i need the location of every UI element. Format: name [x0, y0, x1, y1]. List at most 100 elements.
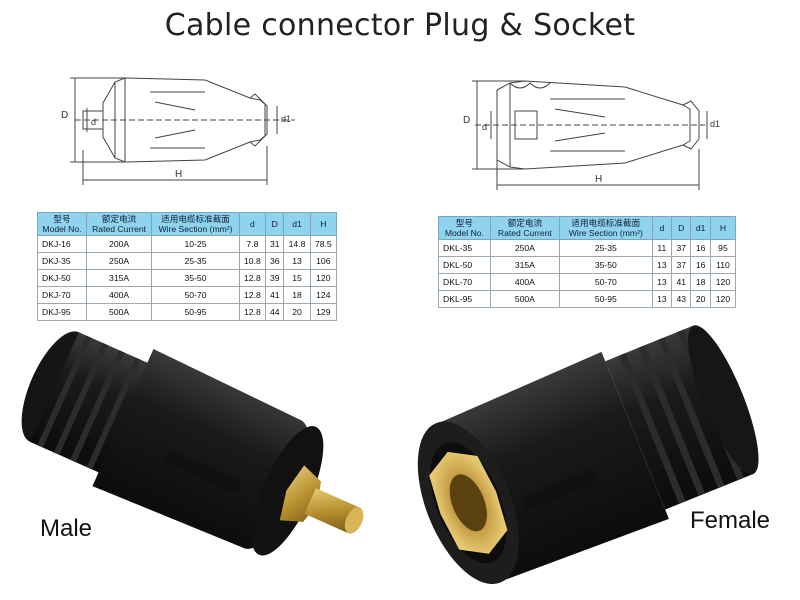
table-cell: 120: [309, 269, 338, 287]
header-H: H: [309, 212, 338, 236]
socket-drawing-label-H: H: [595, 174, 602, 185]
table-cell: 250A: [85, 252, 153, 270]
table-cell: 7.8: [238, 235, 267, 253]
table-row: DKJ-16 200A 10-25 7.8 31 14.8 78.5: [37, 235, 338, 253]
table-cell: 44: [265, 303, 285, 321]
table-cell: 315A: [85, 269, 153, 287]
header-d: d: [651, 216, 673, 240]
table-row: DKJ-35 250A 25-35 10.8 36 13 106: [37, 252, 338, 270]
table-cell: DKL-35: [438, 239, 491, 257]
table-row: DKL-35 250A 25-35 11 37 16 95: [438, 239, 737, 257]
plug-drawing: D d d1 H: [61, 77, 295, 185]
table-cell: 16: [690, 256, 711, 274]
male-plug-image: [21, 331, 364, 556]
table-cell: 10.8: [238, 252, 267, 270]
male-label: Male: [40, 515, 93, 542]
table-cell: 10-25: [151, 235, 240, 253]
table-cell: 41: [265, 286, 285, 304]
table-cell: 106: [309, 252, 338, 270]
table-cell: 50-95: [558, 290, 653, 308]
table-cell: 129: [309, 303, 338, 321]
table-cell: DKJ-70: [37, 286, 87, 304]
table-cell: 12.8: [238, 303, 267, 321]
drawing-label-D: D: [61, 110, 68, 121]
table-cell: 20: [283, 303, 311, 321]
table-cell: 124: [309, 286, 338, 304]
table-cell: 41: [671, 273, 692, 291]
table-cell: 120: [709, 273, 737, 291]
table-cell: 500A: [489, 290, 560, 308]
table-cell: DKJ-50: [37, 269, 87, 287]
table-cell: 15: [283, 269, 311, 287]
table-cell: 39: [265, 269, 285, 287]
socket-drawing-label-d: d: [482, 122, 487, 132]
table-cell: 250A: [489, 239, 560, 257]
table-cell: DKL-70: [438, 273, 491, 291]
table-cell: 37: [671, 239, 692, 257]
table-cell: 11: [651, 239, 673, 257]
table-cell: DKJ-16: [37, 235, 87, 253]
table-cell: DKL-50: [438, 256, 491, 274]
table-row: DKL-70 400A 50-70 13 41 18 120: [438, 273, 737, 291]
drawing-label-d1: d1: [281, 114, 291, 124]
table-cell: 200A: [85, 235, 153, 253]
table-cell: DKL-95: [438, 290, 491, 308]
header-D: D: [265, 212, 285, 236]
table-cell: 18: [690, 273, 711, 291]
table-cell: 12.8: [238, 269, 267, 287]
table-row: DKJ-50 315A 35-50 12.8 39 15 120: [37, 269, 338, 287]
table-cell: 25-35: [558, 239, 653, 257]
female-socket-image: [417, 325, 759, 585]
table-cell: 37: [671, 256, 692, 274]
header-d1: d1: [690, 216, 711, 240]
table-cell: 13: [283, 252, 311, 270]
table-cell: 13: [651, 290, 673, 308]
table-cell: 20: [690, 290, 711, 308]
table-cell: 95: [709, 239, 737, 257]
table-cell: 13: [651, 256, 673, 274]
table-row: DKL-95 500A 50-95 13 43 20 120: [438, 290, 737, 308]
table-cell: 315A: [489, 256, 560, 274]
header-d1: d1: [283, 212, 311, 236]
table-cell: 35-50: [151, 269, 240, 287]
table-cell: 16: [690, 239, 711, 257]
socket-drawing: D d d1 H: [463, 80, 720, 190]
table-row: DKL-50 315A 35-50 13 37 16 110: [438, 256, 737, 274]
table-cell: 50-95: [151, 303, 240, 321]
table-cell: 25-35: [151, 252, 240, 270]
table-cell: 35-50: [558, 256, 653, 274]
table-cell: 36: [265, 252, 285, 270]
table-cell: 43: [671, 290, 692, 308]
table-cell: 13: [651, 273, 673, 291]
table-cell: 110: [709, 256, 737, 274]
socket-drawing-label-d1: d1: [710, 119, 720, 129]
header-H: H: [709, 216, 737, 240]
table-row: DKJ-70 400A 50-70 12.8 41 18 124: [37, 286, 338, 304]
table-cell: 31: [265, 235, 285, 253]
table-cell: 78.5: [309, 235, 338, 253]
table-cell: DKJ-95: [37, 303, 87, 321]
socket-drawing-label-D: D: [463, 115, 470, 126]
table-cell: 400A: [85, 286, 153, 304]
table-cell: 500A: [85, 303, 153, 321]
female-label: Female: [690, 507, 771, 534]
table-cell: 400A: [489, 273, 560, 291]
page-title: Cable connector Plug & Socket: [164, 8, 636, 43]
table-cell: 50-70: [151, 286, 240, 304]
header-d: d: [238, 212, 267, 236]
table-cell: DKJ-35: [37, 252, 87, 270]
table-cell: 18: [283, 286, 311, 304]
table-cell: 120: [709, 290, 737, 308]
table-row: DKJ-95 500A 50-95 12.8 44 20 129: [37, 303, 338, 321]
drawing-label-d: d: [91, 117, 96, 127]
